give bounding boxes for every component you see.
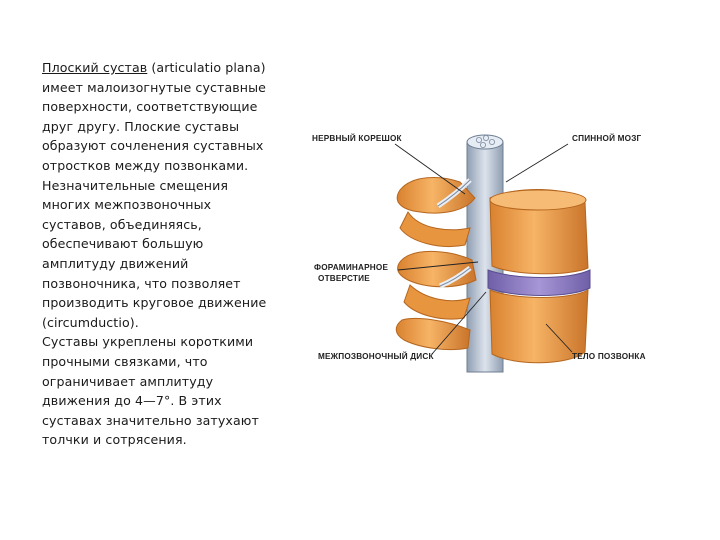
label-nerve-root: НЕРВНЫЙ КОРЕШОК [312, 134, 402, 143]
nerve-root-shape [436, 178, 472, 289]
label-intervertebral-disc: МЕЖПОЗВОНОЧНЫЙ ДИСК [318, 352, 434, 361]
spine-illustration: НЕРВНЫЙ КОРЕШОК СПИННОЙ МОЗГ ФОРАМИНАРНО… [300, 120, 660, 380]
paragraph-2: Суставы укреплены короткими прочными свя… [42, 334, 259, 448]
description-text: Плоский сустав (articulatio plana) имеет… [42, 58, 274, 450]
leader-lines [394, 143, 573, 355]
paragraph-1: Плоский сустав (articulatio plana) имеет… [42, 58, 274, 332]
label-foramen-line1: ФОРАМИНАРНОЕ [314, 263, 389, 272]
paragraph-1-text: (articulatio plana) имеет малоизогнутые … [42, 60, 267, 330]
vertebral-body-shape [487, 188, 591, 364]
label-foramen-line2: ОТВЕРСТИЕ [318, 274, 370, 283]
label-vertebral-body: ТЕЛО ПОЗВОНКА [572, 352, 646, 361]
articular-processes-shape [395, 177, 477, 351]
term-flat-joint: Плоский сустав [42, 60, 148, 75]
label-spinal-cord: СПИННОЙ МОЗГ [572, 134, 642, 143]
spine-drawing [394, 134, 591, 373]
